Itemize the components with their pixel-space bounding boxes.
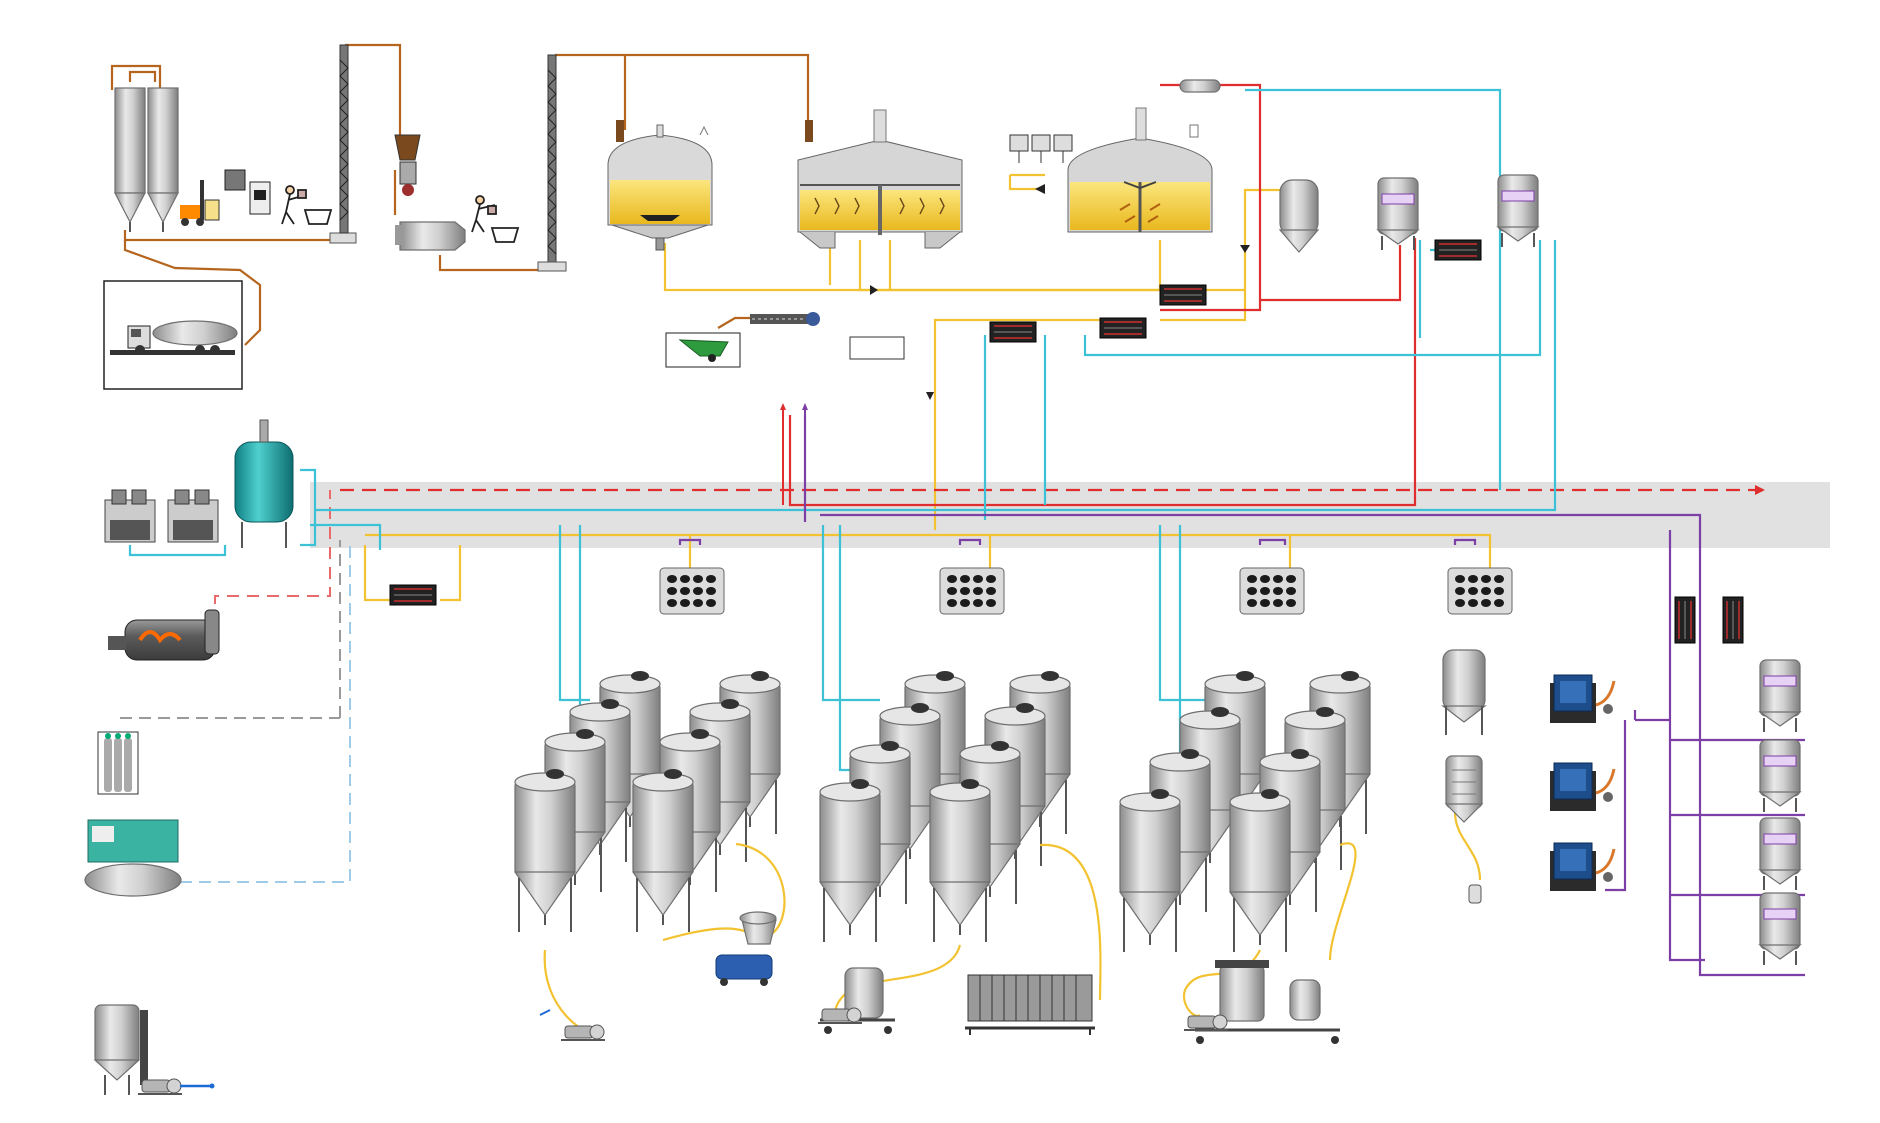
fermenter-icon [514, 768, 576, 933]
plate-heat-exchanger-icon [989, 321, 1037, 343]
hot-water-arrow [1755, 485, 1765, 495]
bright-beer-tank-icon [1759, 817, 1801, 891]
yeast-propagator-icon [1444, 755, 1484, 823]
hopper-icon [394, 134, 421, 196]
malt-mill-icon [395, 221, 466, 251]
filling-machine-icon [1548, 761, 1616, 813]
mash-tun-icon [607, 120, 713, 251]
delivery-truck-icon [110, 320, 238, 355]
fermenter-icon [1229, 788, 1291, 953]
malt-silos [114, 87, 179, 232]
wheelbarrow-icon [678, 339, 729, 362]
malt-bag-icon [224, 169, 271, 215]
hot-water-pipes [788, 83, 1417, 507]
malt-silo-icon [114, 87, 146, 194]
steam-boiler-icon [108, 609, 220, 661]
hot-liquor-tank-icon [1377, 177, 1419, 251]
filling-machines [1548, 673, 1616, 893]
cip-tank-icon [93, 1004, 215, 1095]
candle-filter-icon [1183, 960, 1340, 1044]
steam-line [214, 490, 331, 604]
glycol-manifold-icon [1447, 567, 1513, 615]
check-valve-icon [870, 285, 878, 295]
worker-icon [281, 185, 333, 225]
whirlpool-tank-icon [1278, 179, 1320, 253]
refrigeration-unit-icon [104, 489, 156, 543]
glycol-manifold-icon [1239, 567, 1305, 615]
bucket-elevator-icon [339, 44, 349, 234]
plate-heat-exchanger-icon [1099, 317, 1147, 339]
fermenter-group-3 [1119, 670, 1371, 953]
wort-pipes [363, 173, 1492, 602]
glycol-manifold-icon [939, 567, 1005, 615]
fermenter-icon [819, 778, 881, 943]
bright-beer-tank-icon [1759, 739, 1801, 813]
filling-machine-icon [1548, 841, 1616, 893]
fermenter-group-2 [819, 670, 1071, 943]
spent-grain-screw-icon [750, 312, 820, 326]
transfer-pump-icon [539, 1009, 606, 1041]
plate-heat-exchanger-icon [1722, 596, 1744, 644]
plate-heat-exchanger-icon [1434, 239, 1482, 261]
bright-beer-tanks [1759, 659, 1801, 966]
air-compressor-icon [84, 819, 182, 897]
bucket-elevator-icon [537, 54, 567, 272]
glycol-manifold-icon [659, 567, 725, 615]
cold-liquor-tank-icon [1497, 174, 1539, 248]
refrigeration-unit-icon [167, 489, 219, 543]
forklift-icon [180, 180, 220, 226]
worker-icon [471, 195, 520, 243]
filling-machine-icon [1548, 673, 1616, 725]
hop-doser-icon [1009, 134, 1073, 194]
bright-beer-tank-icon [1759, 892, 1801, 966]
check-valve-icon [1240, 245, 1250, 253]
compressed-air-line [180, 540, 351, 883]
ice-water-tank-icon [234, 419, 294, 548]
co2-cylinders-icon [97, 731, 139, 795]
fermenter-icon [929, 778, 991, 943]
lauter-tun-icon [797, 109, 963, 249]
fermenter-icon [632, 768, 694, 933]
bright-beer-tank-icon [1759, 659, 1801, 733]
filter-skid-icon [817, 967, 895, 1034]
delivery-truck-panel [103, 280, 243, 390]
plate-heat-exchanger-icon [1159, 284, 1207, 306]
wheelbarrow-panel [665, 332, 741, 368]
fermenter-group-1 [514, 670, 781, 933]
check-valve-icon [926, 392, 934, 400]
bucket-elevator-base-icon [329, 232, 357, 244]
plate-filter-icon [965, 974, 1095, 1035]
hot-water-heater-icon [1179, 79, 1221, 93]
plate-heat-exchanger-icon [1674, 596, 1696, 644]
wort-kettle-icon [1067, 107, 1213, 233]
centrifuge-icon [715, 911, 777, 986]
yeast-drain-icon [1468, 884, 1482, 904]
plate-heat-exchanger-icon [389, 584, 437, 606]
fermenter-icon [1119, 788, 1181, 953]
blank-label-box [849, 336, 905, 360]
yeast-tank-icon [1441, 649, 1487, 735]
